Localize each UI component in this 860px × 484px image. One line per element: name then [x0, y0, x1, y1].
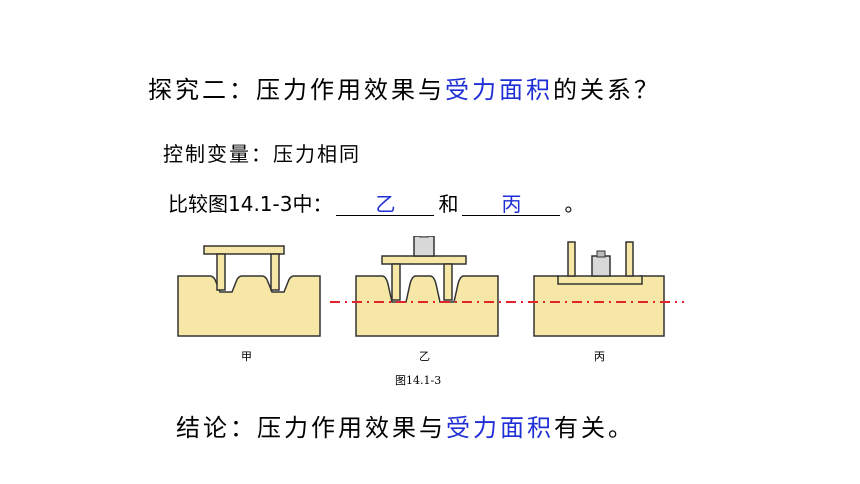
answer-blank-2: 丙: [462, 193, 561, 216]
control-variable-text: 控制变量：压力相同: [163, 142, 361, 166]
title-prefix: 探究二：压力作用效果与: [148, 76, 445, 104]
label-jia: 甲: [241, 350, 252, 363]
title-suffix: 的关系？: [553, 76, 661, 104]
page-title: 探究二：压力作用效果与受力面积的关系？: [148, 70, 661, 105]
answer-blank-1: 乙: [336, 193, 435, 216]
setup-jia: [177, 245, 321, 337]
compare-prefix: 比较图14.1-3中：: [168, 192, 333, 216]
conclusion-prefix: 结论：压力作用效果与: [176, 414, 446, 442]
label-yi: 乙: [419, 350, 430, 363]
conclusion-suffix: 有关。: [554, 414, 635, 442]
setup-yi: [355, 236, 499, 337]
compare-end: 。: [564, 192, 585, 216]
title-highlight: 受力面积: [445, 76, 553, 104]
compare-connector: 和: [438, 192, 459, 216]
label-bing: 丙: [594, 350, 605, 363]
figure-caption: 图14.1-3: [395, 374, 442, 387]
conclusion-highlight: 受力面积: [446, 414, 554, 442]
conclusion-text: 结论：压力作用效果与受力面积有关。: [176, 408, 635, 443]
setup-bing: [533, 241, 665, 337]
foam-experiment-figure: [177, 236, 684, 337]
compare-question: 比较图14.1-3中：乙和丙。: [168, 188, 584, 217]
